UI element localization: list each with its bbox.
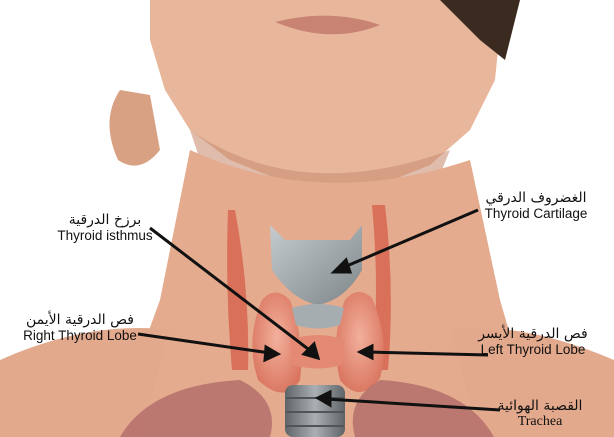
label-trachea-english: Trachea [480,414,600,430]
label-trachea: القصبة الهوائية Trachea [480,398,600,430]
ear [109,90,160,166]
cricoid-cartilage [292,304,344,329]
label-right-thyroid-lobe-english: Right Thyroid Lobe [0,328,160,344]
label-thyroid-cartilage: الغضروف الدرقي Thyroid Cartilage [466,190,606,222]
label-thyroid-isthmus: برزخ الدرقية Thyroid isthmus [30,212,180,244]
label-thyroid-cartilage-english: Thyroid Cartilage [466,206,606,222]
label-thyroid-isthmus-english: Thyroid isthmus [30,228,180,244]
label-left-thyroid-lobe: فص الدرقية الأيسر Left Thyroid Lobe [452,326,614,358]
label-trachea-arabic: القصبة الهوائية [480,398,600,414]
label-thyroid-cartilage-arabic: الغضروف الدرقي [466,190,606,206]
label-right-thyroid-lobe-arabic: فص الدرقية الأيمن [0,312,160,328]
label-thyroid-isthmus-arabic: برزخ الدرقية [30,212,180,228]
label-left-thyroid-lobe-arabic: فص الدرقية الأيسر [452,326,614,342]
label-right-thyroid-lobe: فص الدرقية الأيمن Right Thyroid Lobe [0,312,160,344]
label-left-thyroid-lobe-english: Left Thyroid Lobe [452,342,614,358]
